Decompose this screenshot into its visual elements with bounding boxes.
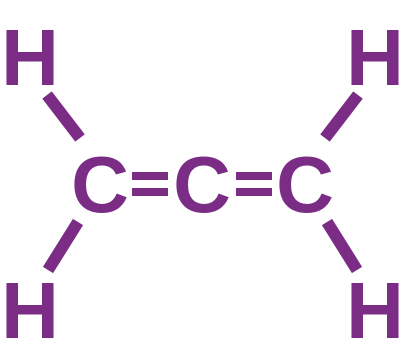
bond-h1-c1 [42,91,85,142]
atom-h2: H [346,13,404,102]
double-bond-c2-c3 [236,172,272,196]
double-bond-c1-c2 [132,172,168,196]
atom-c3: C [276,140,334,229]
double-bonds [132,172,272,196]
atom-c2: C [173,140,231,229]
bond-h2-c3 [320,91,363,142]
bond-h4-c3 [321,218,363,274]
bond-h3-c1 [42,218,84,274]
atom-h3: H [1,266,59,350]
atom-h4: H [346,266,404,350]
atom-h1: H [1,13,59,102]
atom-labels: H H C C C H H [1,13,404,350]
atom-c1: C [71,140,129,229]
single-bonds [42,91,363,274]
